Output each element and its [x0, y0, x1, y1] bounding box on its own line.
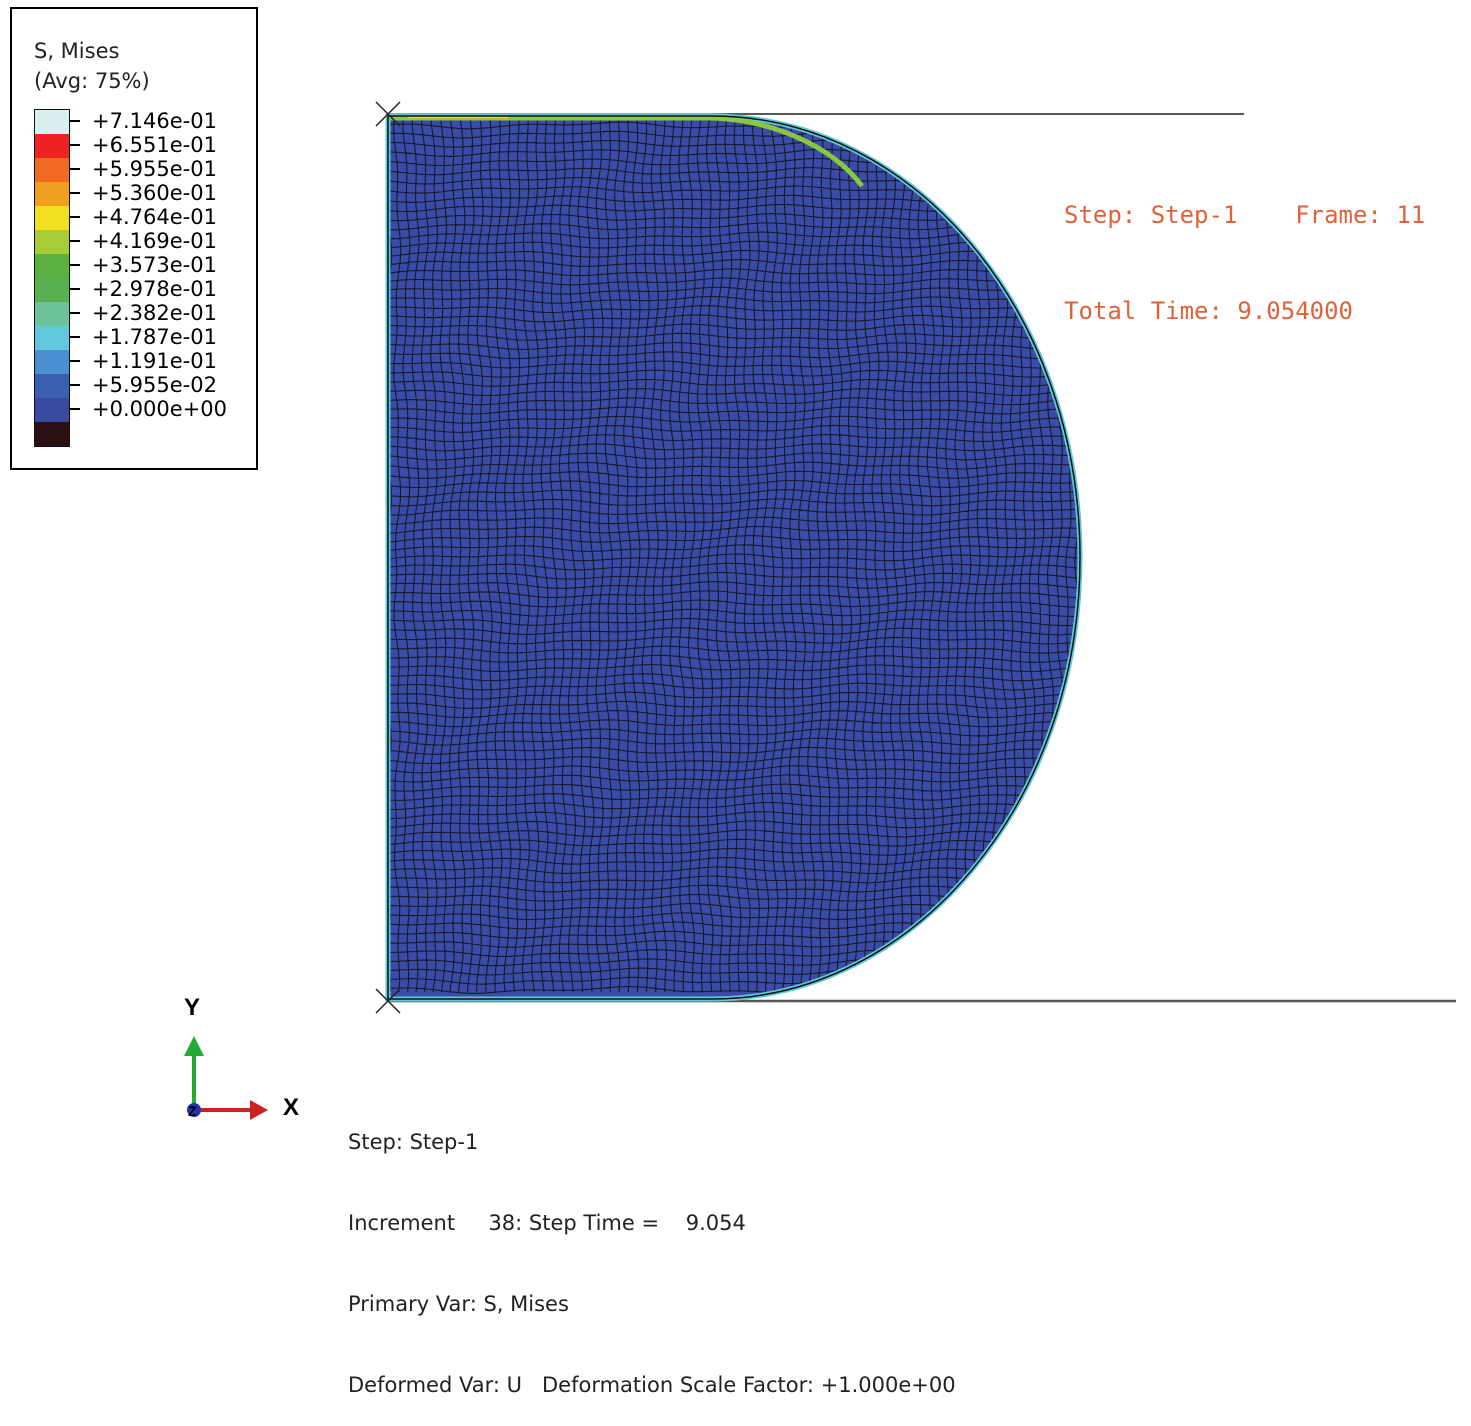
- legend-tick: [70, 192, 80, 194]
- status-deformed-var: Deformed Var: U Deformation Scale Factor…: [348, 1373, 956, 1397]
- bottom-node-marker-icon: [375, 988, 401, 1014]
- legend-tick: [70, 240, 80, 242]
- legend-tick: [70, 264, 80, 266]
- legend-swatch: [35, 302, 69, 326]
- legend-value-label: +1.787e-01: [92, 325, 217, 349]
- legend-swatch: [35, 326, 69, 350]
- model-viewport[interactable]: [0, 0, 1471, 1186]
- legend-value-label: +5.955e-01: [92, 157, 217, 181]
- legend-value-label: +2.382e-01: [92, 301, 217, 325]
- legend-swatch-bottom: [35, 422, 69, 446]
- legend-tick: [70, 168, 80, 170]
- axis-triad: Y X Z: [170, 990, 320, 1130]
- legend-swatch: [35, 230, 69, 254]
- legend-tick: [70, 384, 80, 386]
- node-markers: [375, 101, 401, 1014]
- legend-swatch: [35, 374, 69, 398]
- z-axis-label: Z: [188, 1103, 197, 1119]
- legend-tick: [70, 120, 80, 122]
- deformed-mesh: [385, 113, 1083, 1002]
- legend-swatch: [35, 110, 69, 134]
- legend-tick: [70, 144, 80, 146]
- viewport-status-block: Step: Step-1 Increment 38: Step Time = 9…: [348, 1075, 956, 1426]
- mesh-outline: [387, 115, 1081, 1000]
- legend-value-label: +4.764e-01: [92, 205, 217, 229]
- legend-color-bar: [34, 109, 70, 447]
- legend-tick: [70, 312, 80, 314]
- legend-swatch: [35, 350, 69, 374]
- legend-value-label: +1.191e-01: [92, 349, 217, 373]
- x-axis-label: X: [283, 1094, 300, 1121]
- total-time-line: Total Time: 9.054000: [1064, 297, 1353, 325]
- legend-swatch: [35, 134, 69, 158]
- mesh-edge-high-stress: [388, 115, 864, 188]
- legend-title: S, Mises: [34, 39, 120, 63]
- legend-value-label: +5.360e-01: [92, 181, 217, 205]
- frame-info: Step: Step-1 Frame: 11 Total Time: 9.054…: [1064, 135, 1425, 359]
- legend-swatch: [35, 158, 69, 182]
- legend-tick: [70, 336, 80, 338]
- legend-value-label: +6.551e-01: [92, 133, 217, 157]
- y-axis-label: Y: [184, 994, 201, 1021]
- status-primary-var: Primary Var: S, Mises: [348, 1292, 569, 1316]
- legend-value-label: +0.000e+00: [92, 397, 227, 421]
- status-increment: Increment 38: Step Time = 9.054: [348, 1211, 746, 1235]
- contour-legend: S, Mises (Avg: 75%) +7.146e-01+6.551e-01…: [10, 7, 258, 470]
- mesh-grid-lines: [388, 116, 1080, 995]
- legend-swatch: [35, 278, 69, 302]
- status-step: Step: Step-1: [348, 1130, 479, 1154]
- legend-tick: [70, 360, 80, 362]
- legend-swatch: [35, 206, 69, 230]
- triad-arrows-icon: Z: [184, 1036, 268, 1120]
- legend-value-label: +2.978e-01: [92, 277, 217, 301]
- legend-tick: [70, 216, 80, 218]
- legend-swatch: [35, 398, 69, 422]
- frame-step-line: Step: Step-1 Frame: 11: [1064, 201, 1426, 229]
- legend-swatch: [35, 254, 69, 278]
- legend-tick: [70, 288, 80, 290]
- legend-value-label: +3.573e-01: [92, 253, 217, 277]
- mesh-body: [388, 116, 1080, 999]
- top-node-marker-icon: [375, 101, 401, 127]
- legend-value-label: +7.146e-01: [92, 109, 217, 133]
- legend-tick: [70, 408, 80, 410]
- legend-swatch: [35, 182, 69, 206]
- legend-value-label: +5.955e-02: [92, 373, 217, 397]
- legend-subtitle: (Avg: 75%): [34, 69, 150, 93]
- legend-value-label: +4.169e-01: [92, 229, 217, 253]
